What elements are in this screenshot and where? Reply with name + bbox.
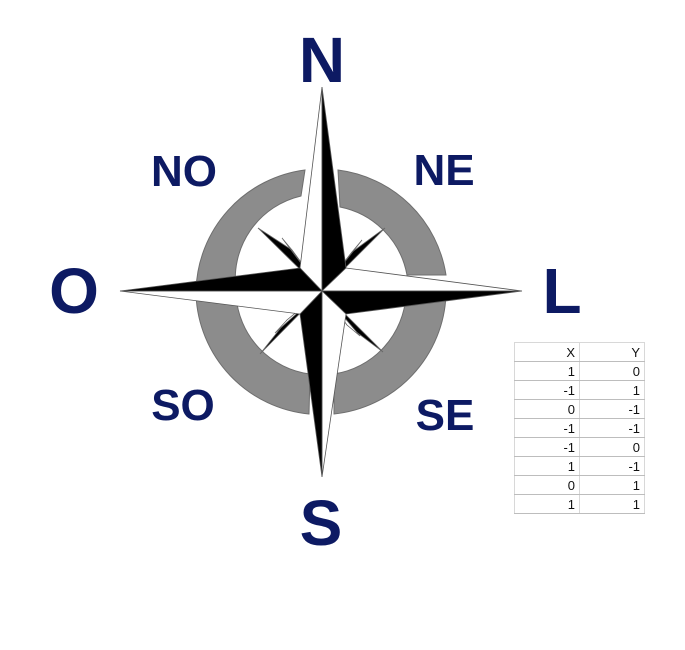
- cell-x: 1: [514, 361, 580, 381]
- table-row: -1 0: [514, 437, 645, 457]
- cell-y: 1: [579, 475, 645, 495]
- table-row: -1 1: [514, 380, 645, 400]
- label-south: S: [300, 487, 343, 559]
- label-northeast: NE: [413, 146, 474, 195]
- cell-x: 0: [514, 399, 580, 419]
- cell-x: -1: [514, 437, 580, 457]
- label-north: N: [299, 24, 345, 96]
- cell-x: -1: [514, 418, 580, 438]
- table-row: -1 -1: [514, 418, 645, 438]
- cell-x: 0: [514, 475, 580, 495]
- header-x: X: [514, 342, 580, 362]
- compass-star: [119, 86, 523, 478]
- table-row: 1 -1: [514, 456, 645, 476]
- label-southwest: SO: [151, 381, 215, 430]
- cell-x: 1: [514, 494, 580, 514]
- cell-x: -1: [514, 380, 580, 400]
- label-east: L: [542, 255, 581, 327]
- cell-y: 0: [579, 361, 645, 381]
- xy-table: X Y 1 0 -1 1 0 -1 -1 -1 -1 0 1 -1 0: [514, 342, 645, 514]
- table-row: 1 0: [514, 361, 645, 381]
- table-row: 1 1: [514, 494, 645, 514]
- header-y: Y: [579, 342, 645, 362]
- table-row: 0 -1: [514, 399, 645, 419]
- cell-y: 1: [579, 380, 645, 400]
- cell-y: -1: [579, 456, 645, 476]
- table-header-row: X Y: [514, 342, 645, 362]
- cell-x: 1: [514, 456, 580, 476]
- label-northwest: NO: [151, 147, 217, 196]
- table-row: 0 1: [514, 475, 645, 495]
- compass-ring: [195, 169, 447, 415]
- cell-y: 1: [579, 494, 645, 514]
- label-southeast: SE: [416, 391, 475, 440]
- cell-y: -1: [579, 418, 645, 438]
- cell-y: 0: [579, 437, 645, 457]
- label-west: O: [49, 255, 99, 327]
- cell-y: -1: [579, 399, 645, 419]
